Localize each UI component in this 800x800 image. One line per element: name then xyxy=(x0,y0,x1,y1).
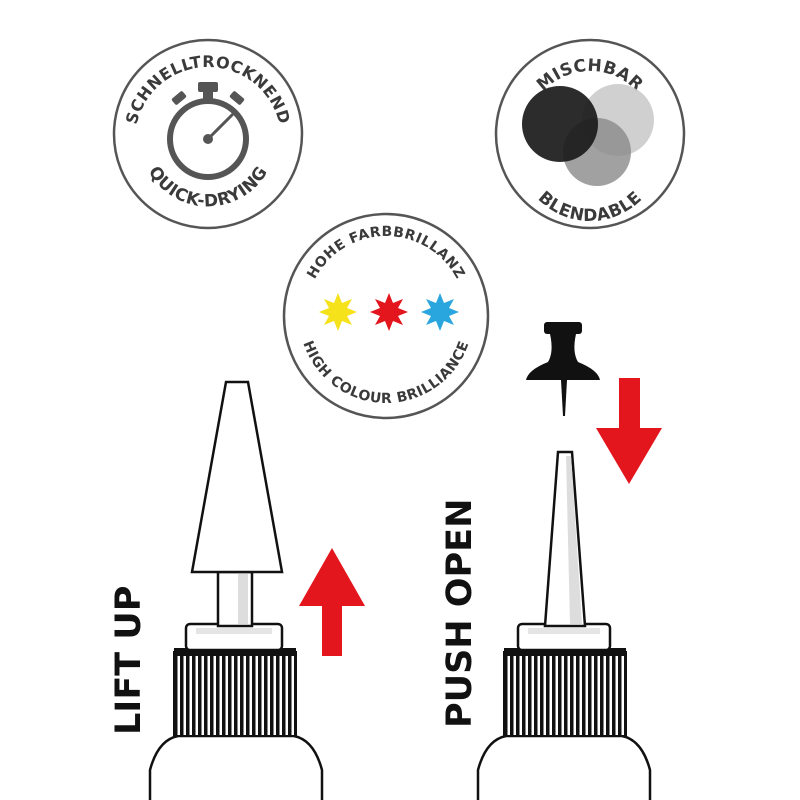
lift-up-label: LIFT UP xyxy=(109,586,149,735)
three-stars-icon xyxy=(319,293,459,331)
lift-up-bottle: LIFT UP xyxy=(109,380,365,800)
cap-collar xyxy=(516,622,612,652)
bottle-body xyxy=(476,734,652,800)
red-down-arrow-icon xyxy=(596,378,662,484)
blue-star-icon xyxy=(421,293,459,331)
quick-drying-badge: SCHNELLTROCKNEND QUICK-DRYING xyxy=(112,38,304,230)
bottle-body xyxy=(148,734,324,800)
tapered-cap xyxy=(190,380,284,574)
blendable-badge: MISCHBAR BLENDABLE xyxy=(494,38,686,230)
red-up-arrow-icon xyxy=(299,548,365,656)
yellow-star-icon xyxy=(319,293,357,331)
push-open-bottle: PUSH OPEN xyxy=(440,322,662,800)
brilliance-badge: HOHE FARBBRILLANZ HIGH COLOUR BRILLIANCE xyxy=(282,212,490,420)
push-open-label: PUSH OPEN xyxy=(440,499,480,728)
red-star-icon xyxy=(370,293,408,331)
stopwatch-icon xyxy=(167,82,249,180)
knurled-cap xyxy=(173,651,297,737)
push-pin-icon xyxy=(526,322,600,416)
cap-collar xyxy=(184,622,284,652)
knurled-cap xyxy=(503,651,627,737)
overlapping-circles-icon xyxy=(522,84,654,186)
